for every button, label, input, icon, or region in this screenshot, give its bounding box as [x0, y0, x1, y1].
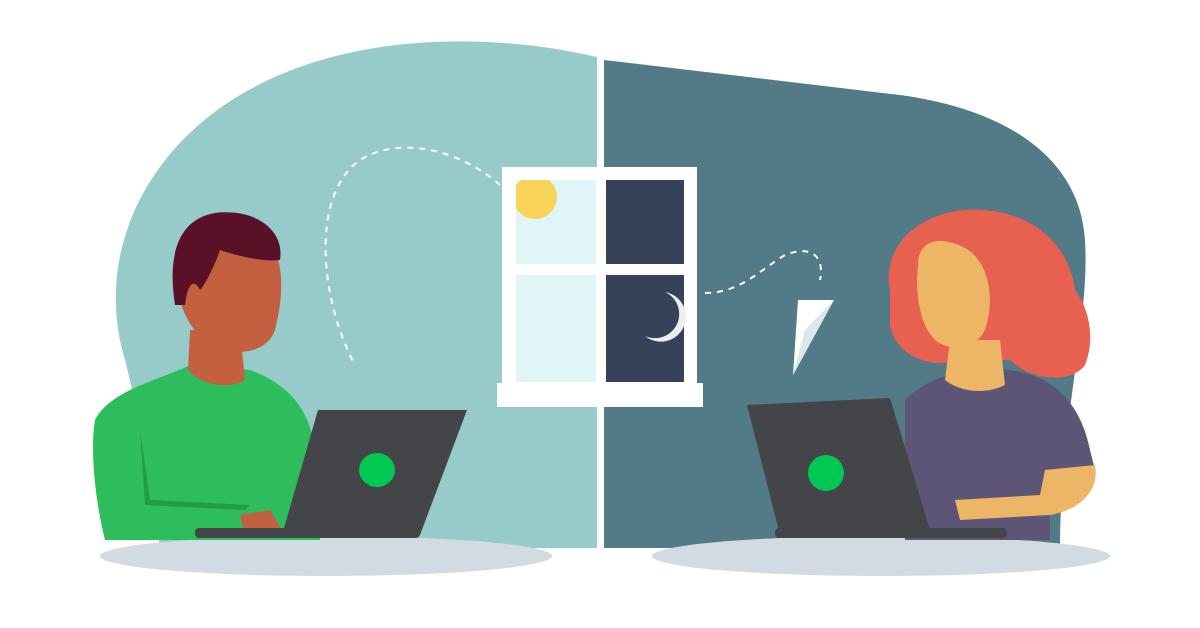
man-laptop-logo	[359, 453, 395, 487]
paper-plane-icon	[793, 300, 834, 375]
woman-laptop-logo	[808, 455, 844, 491]
sun-icon	[516, 180, 557, 219]
desk-left	[100, 536, 552, 576]
woman-head	[917, 241, 990, 348]
desk-right	[652, 536, 1110, 576]
center-divider	[597, 57, 604, 548]
dashed-path-left	[324, 146, 501, 366]
dashed-path-right	[704, 250, 822, 294]
moon-icon	[645, 292, 686, 342]
man-shirt	[93, 365, 320, 540]
man-hair	[172, 212, 281, 305]
man-figure	[93, 212, 467, 540]
woman-figure	[747, 209, 1096, 540]
